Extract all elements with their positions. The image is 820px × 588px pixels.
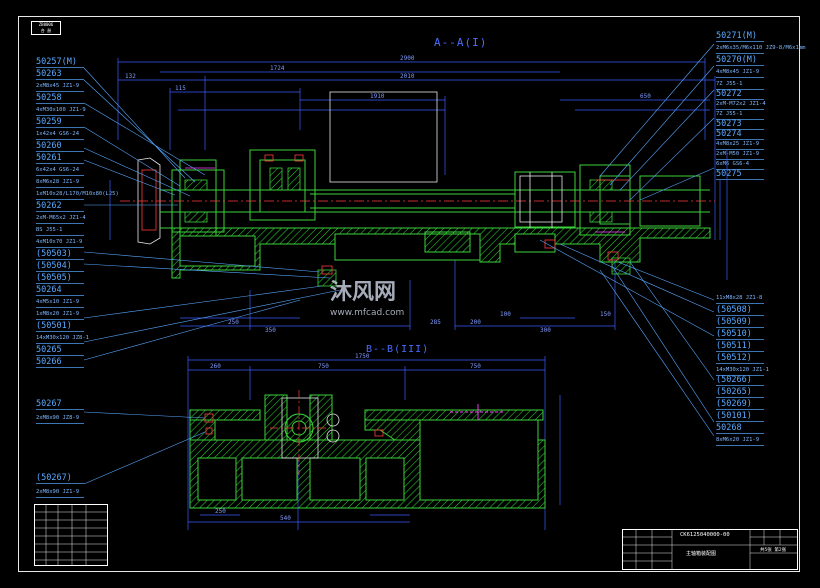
- part-label-left: (50503): [36, 250, 84, 260]
- section-bb-view: [187, 356, 561, 530]
- drawing-name: 主轴箱装配图: [686, 551, 717, 557]
- part-label-left: 50267: [36, 400, 84, 410]
- drawing-frame: [18, 16, 800, 572]
- part-label-right: (50510): [716, 330, 764, 340]
- part-label-right: 50268: [716, 424, 764, 434]
- dim-10: 200: [470, 319, 481, 326]
- part-label-left: (50267): [36, 474, 84, 484]
- dim-bb-5: 250: [215, 508, 226, 515]
- part-label-right: 50274: [716, 130, 764, 140]
- part-label-left: (50504): [36, 262, 84, 272]
- section-aa-view: [109, 58, 728, 330]
- dim-6: 650: [640, 93, 651, 100]
- part-label-right: 7Z J55-1: [716, 80, 764, 90]
- watermark-url: www.mfcad.com: [330, 308, 405, 318]
- part-label-left: 50264: [36, 286, 84, 296]
- part-label-left: 2xM8x90 JZ8-9: [36, 414, 84, 424]
- part-label-left: 6x42x4 GS6-24: [36, 166, 84, 176]
- dim-12: 100: [500, 311, 511, 318]
- sheet-count: 共5张 第2张: [760, 548, 787, 553]
- part-label-right: 2xM-M72x2 JZ1-4: [716, 100, 766, 110]
- revision-table-grid: [34, 504, 108, 566]
- part-label-left: 50258: [36, 94, 84, 104]
- part-label-left: 4xM5x10 JZ1-9: [36, 298, 84, 308]
- part-label-right: 2xM6x35/M6x110 JZ9-8/M6x1mm: [716, 44, 805, 54]
- corner-code-box: ZB0006 合 册: [31, 21, 61, 35]
- part-label-left: BS J55-1: [36, 226, 84, 236]
- part-label-left: 2xM-M65x2 JZ1-4: [36, 214, 86, 224]
- part-label-right: 50271(M): [716, 32, 764, 42]
- part-label-right: (50269): [716, 400, 764, 410]
- part-label-left: 2xM8x45 JZ1-9: [36, 82, 84, 92]
- part-label-left: 4xM10x70 JZ1-9: [36, 238, 84, 248]
- dim-1: 1724: [270, 65, 285, 72]
- part-label-right: 2xM-M50 JZ1-9: [716, 150, 764, 160]
- part-label-right: 4xM8x25 JZ1-9: [716, 140, 764, 150]
- part-label-right: (50508): [716, 306, 764, 316]
- dim-11: 300: [540, 327, 551, 334]
- part-label-right: 4xM8x45 JZ1-9: [716, 68, 764, 78]
- part-label-left: 50263: [36, 70, 84, 80]
- dim-bb-1: 260: [210, 363, 221, 370]
- part-label-left: 50259: [36, 118, 84, 128]
- dim-13: 150: [600, 311, 611, 318]
- section-bb-title: B--B(III): [366, 344, 430, 355]
- part-label-right: (50266): [716, 376, 764, 386]
- part-label-right: (50511): [716, 342, 764, 352]
- part-label-right: (50101): [716, 412, 764, 422]
- dim-overall-bb: 1750: [355, 353, 370, 360]
- title-block-grid: [622, 529, 798, 570]
- corner-code: ZB0006: [38, 22, 54, 27]
- drawing-code: CK6125040000-00: [680, 532, 730, 538]
- part-label-right: (50265): [716, 388, 764, 398]
- section-aa-title: A--A(I): [434, 36, 488, 49]
- part-label-right: 8xM6x20 JZ1-9: [716, 436, 764, 446]
- part-label-right: 50270(M): [716, 56, 764, 66]
- dim-3: 1910: [370, 93, 385, 100]
- dim-bb-3: 750: [470, 363, 481, 370]
- dim-bb-2: 750: [318, 363, 329, 370]
- part-label-left: 50257(M): [36, 58, 84, 68]
- part-label-left: 1x42x4 GS6-24: [36, 130, 84, 140]
- dim-7: 250: [228, 319, 239, 326]
- part-label-left: (50505): [36, 274, 84, 284]
- part-label-right: 11xM8x28 JZ1-8: [716, 294, 764, 304]
- part-label-left: 4xM30x100 JZ1-9: [36, 106, 86, 116]
- part-label-left: 50265: [36, 346, 84, 356]
- part-label-right: (50512): [716, 354, 764, 364]
- part-label-left: (50501): [36, 322, 84, 332]
- part-label-left: 8xM6x28 JZ1-9: [36, 178, 84, 188]
- corner-sub: 合 册: [40, 28, 52, 33]
- revision-table: [34, 504, 108, 566]
- dim-4: 132: [125, 73, 136, 80]
- part-label-right: (50509): [716, 318, 764, 328]
- dim-8: 350: [265, 327, 276, 334]
- part-label-right: 50272: [716, 90, 764, 100]
- part-label-right: 50273: [716, 120, 764, 130]
- part-label-left: 50262: [36, 202, 84, 212]
- part-label-left: 14xM30x120 JZ8-1: [36, 334, 89, 344]
- part-label-left: 2xM8x90 JZ1-9: [36, 488, 84, 498]
- leader-lines: [83, 43, 715, 485]
- part-label-right: 14xM30x120 JZ1-1: [716, 366, 769, 376]
- watermark: 沐风网 www.mfcad.com: [330, 274, 404, 318]
- dim-5: 115: [175, 85, 186, 92]
- part-label-right: 7Z J55-1: [716, 110, 764, 120]
- part-label-left: 1xM8x20 JZ1-9: [36, 310, 84, 320]
- part-label-left: 50261: [36, 154, 84, 164]
- part-label-right: 50275: [716, 170, 764, 180]
- part-label-right: 6xM6 GS6-4: [716, 160, 764, 170]
- dim-overall-aa: 2900: [400, 55, 415, 62]
- part-label-left: 50260: [36, 142, 84, 152]
- title-block: [622, 529, 798, 570]
- dim-2: 2010: [400, 73, 415, 80]
- part-label-left: 50266: [36, 358, 84, 368]
- dim-bb-4: 540: [280, 515, 291, 522]
- watermark-brand: 沐风网: [330, 280, 397, 305]
- dim-9: 285: [430, 319, 441, 326]
- part-label-left: 1xM10x28/L170/M10x80(L25): [36, 190, 119, 200]
